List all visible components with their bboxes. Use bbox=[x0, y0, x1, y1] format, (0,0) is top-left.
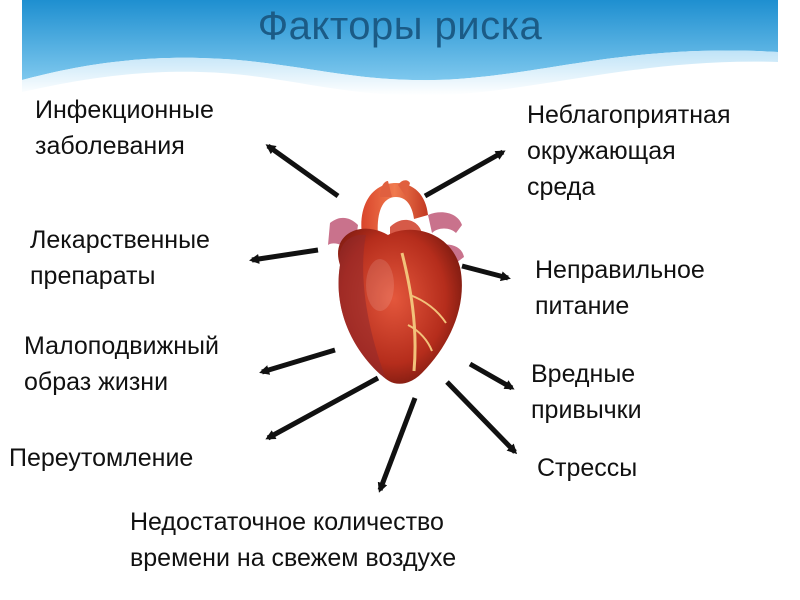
arrow-habits bbox=[468, 361, 515, 391]
factor-infectious: Инфекционные заболевания bbox=[35, 96, 214, 160]
header-banner bbox=[22, 0, 778, 96]
factor-fresh-air: Недостаточное количество времени на свеж… bbox=[130, 508, 457, 572]
arrow-medication bbox=[249, 247, 319, 264]
factor-overwork: Переутомление bbox=[9, 444, 194, 472]
factor-stress: Стрессы bbox=[537, 454, 638, 482]
arrow-infectious bbox=[265, 143, 340, 199]
arrow-sedentary bbox=[259, 347, 336, 375]
arrow-fresh-air bbox=[377, 397, 418, 493]
factor-medication: Лекарственные препараты bbox=[30, 226, 210, 290]
factor-nutrition: Неправильное питание bbox=[535, 256, 705, 320]
arrow-nutrition bbox=[461, 263, 511, 282]
arrow-environment bbox=[423, 149, 506, 199]
factor-environment: Неблагоприятная окружающая среда bbox=[527, 101, 731, 201]
factor-habits: Вредные привычки bbox=[531, 360, 642, 424]
slide-title: Факторы риска bbox=[257, 4, 543, 48]
factor-sedentary: Малоподвижный образ жизни bbox=[24, 332, 219, 396]
arrow-stress bbox=[445, 380, 518, 455]
human-heart-icon bbox=[328, 180, 464, 384]
arrow-overwork bbox=[265, 375, 380, 441]
